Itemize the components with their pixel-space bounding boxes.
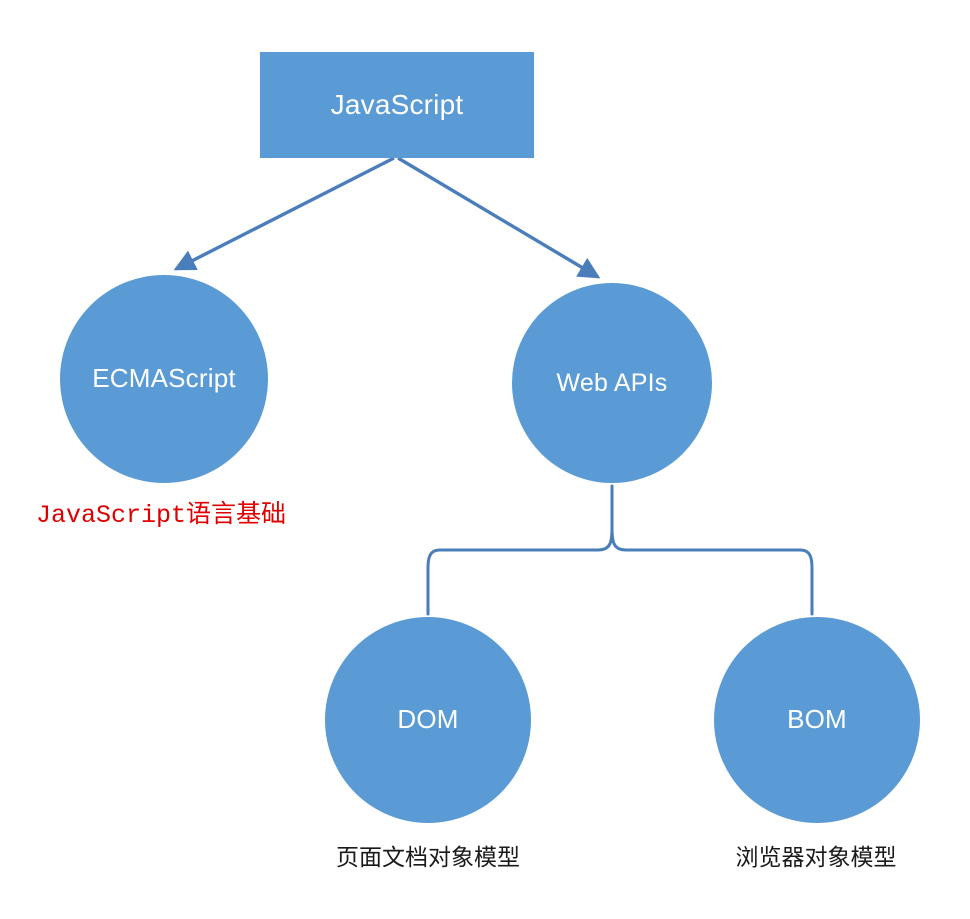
caption-bom: 浏览器对象模型: [735, 844, 897, 870]
node-webapis-label: Web APIs: [556, 368, 668, 397]
node-javascript[interactable]: JavaScript: [260, 52, 534, 158]
node-dom[interactable]: DOM: [325, 617, 531, 823]
node-dom-label: DOM: [397, 704, 459, 735]
edge-webapis-brace-right: [610, 526, 814, 616]
edge-webapis-brace: [426, 484, 614, 616]
node-bom-label: BOM: [787, 704, 847, 735]
node-ecmascript[interactable]: ECMAScript: [60, 275, 268, 483]
node-webapis[interactable]: Web APIs: [512, 283, 712, 483]
node-ecmascript-label: ECMAScript: [92, 363, 236, 394]
caption-ecmascript: JavaScript语言基础: [36, 501, 287, 530]
edge-javascript-ecmascript: [173, 156, 395, 271]
caption-dom: 页面文档对象模型: [336, 844, 520, 870]
node-javascript-label: JavaScript: [330, 88, 464, 120]
node-bom[interactable]: BOM: [714, 617, 920, 823]
edge-javascript-webapis: [397, 156, 601, 279]
